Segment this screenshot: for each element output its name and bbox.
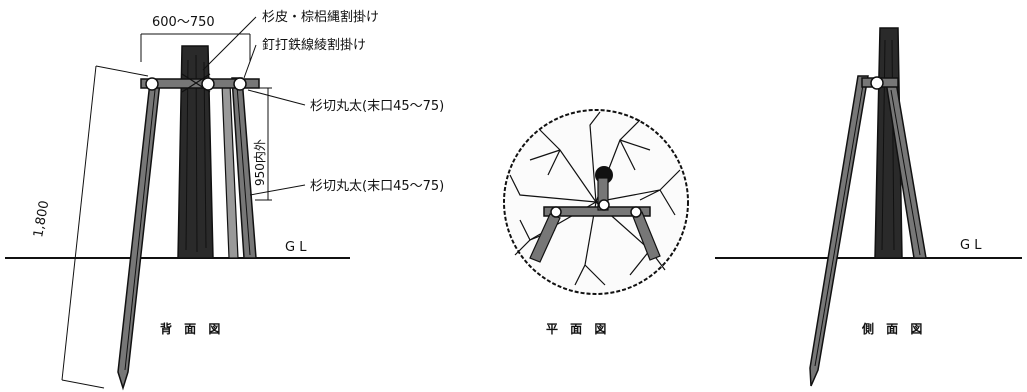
caption-side-view: 側 面 図 [861, 321, 926, 336]
dimension-height [61, 65, 149, 389]
post-long-side [809, 75, 869, 387]
dim-tie-label: 950内外 [253, 139, 267, 186]
dimension-top [140, 33, 251, 62]
note-crossbar-log: 杉切丸太(末口45～75) [310, 99, 444, 114]
dim-top-label: 600～750 [152, 15, 215, 30]
leader-lines [202, 16, 306, 196]
crossbar-plan [543, 206, 651, 217]
dim-height-label: 1,800 [31, 199, 52, 238]
crossbar-back [140, 78, 260, 89]
dimension-tie [255, 87, 272, 201]
plan-view: 平 面 図 [503, 109, 689, 336]
caption-back-view: 背 面 図 [160, 321, 224, 336]
wire-binding [145, 73, 247, 93]
side-view: G L 側 面 図 [715, 27, 1022, 387]
ground-label-side: G L [960, 238, 982, 253]
note-post-log: 杉切丸太(末口45～75) [310, 179, 444, 194]
note-bark-rope: 杉皮・棕梠縄割掛け [262, 9, 379, 25]
note-nail-wire: 釘打鉄線綾割掛け [262, 37, 366, 53]
caption-plan-view: 平 面 図 [546, 322, 610, 336]
ground-label-back: G L [285, 240, 307, 255]
back-view: 600～750 1,800 950内外 杉皮・棕梠縄割掛け 釘打鉄線綾割掛け 杉… [5, 9, 444, 391]
